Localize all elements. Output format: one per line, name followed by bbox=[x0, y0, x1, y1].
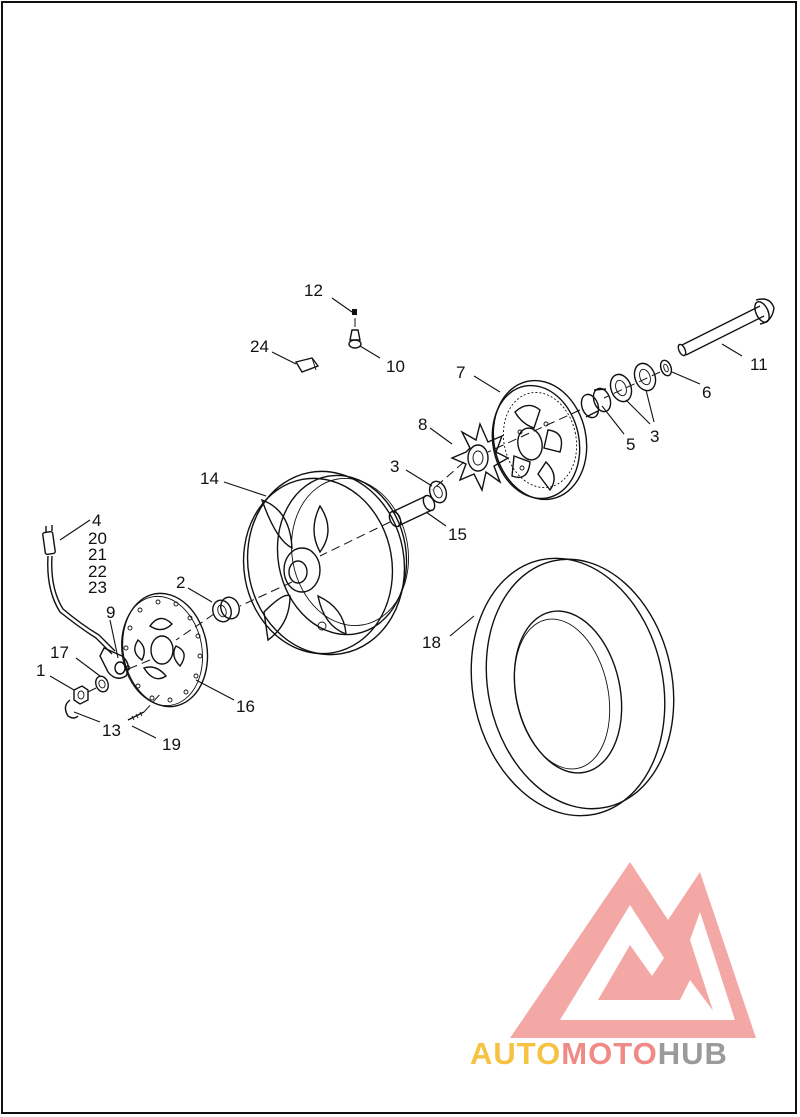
callout-20: 20 bbox=[88, 529, 107, 548]
sleeve-spacer bbox=[580, 387, 612, 419]
brake-rotor bbox=[121, 592, 209, 708]
cast-wheel bbox=[242, 470, 409, 656]
watermark-moto: MOTO bbox=[561, 1036, 657, 1071]
axle-washer bbox=[95, 675, 109, 693]
left-wheel-bearing bbox=[212, 596, 240, 623]
assembly-axis-lines bbox=[87, 318, 661, 713]
callout-13: 13 bbox=[102, 721, 121, 740]
callout-19: 19 bbox=[162, 735, 181, 754]
callout-2: 2 bbox=[176, 573, 185, 592]
callout-9: 9 bbox=[106, 603, 115, 622]
callout-18: 18 bbox=[422, 633, 441, 652]
callout-21: 21 bbox=[88, 545, 107, 564]
watermark-hub: HUB bbox=[658, 1036, 728, 1071]
valve-stem bbox=[348, 329, 362, 349]
callout-15: 15 bbox=[448, 525, 467, 544]
bearing-pair bbox=[609, 362, 657, 403]
callout-labels: 12 10 24 11 6 7 5 3 8 3 15 14 4 20 21 22… bbox=[36, 281, 768, 754]
callout-3-right: 3 bbox=[650, 427, 659, 446]
svg-text:AUTOMOTOHUB: AUTOMOTOHUB bbox=[470, 1036, 728, 1071]
callout-12: 12 bbox=[304, 281, 323, 300]
callout-17: 17 bbox=[50, 643, 69, 662]
small-spacer bbox=[659, 359, 673, 377]
watermark-auto: AUTO bbox=[470, 1036, 561, 1071]
hub-cushion bbox=[450, 421, 510, 493]
callout-7: 7 bbox=[456, 363, 465, 382]
watermark-text: AUTOMOTOHUB bbox=[470, 1036, 728, 1071]
rotor-screw bbox=[127, 711, 145, 721]
callout-24: 24 bbox=[250, 337, 269, 356]
callout-22: 22 bbox=[88, 562, 107, 581]
valve-cap bbox=[352, 309, 357, 315]
triangle-m-logo-icon bbox=[510, 862, 756, 1038]
callout-leaders bbox=[49, 297, 743, 739]
callout-10: 10 bbox=[386, 357, 405, 376]
rear-sprocket bbox=[491, 379, 588, 501]
callout-3-left: 3 bbox=[390, 457, 399, 476]
axle-nut bbox=[73, 685, 89, 705]
sensor-bracket bbox=[99, 647, 129, 679]
axle bbox=[677, 298, 775, 357]
wheel-speed-sensor bbox=[42, 525, 116, 655]
callout-23: 23 bbox=[88, 578, 107, 597]
balance-weight bbox=[294, 357, 320, 373]
callout-14: 14 bbox=[200, 469, 219, 488]
callout-4: 4 bbox=[92, 511, 101, 530]
callout-1: 1 bbox=[36, 661, 45, 680]
wheel-bearing bbox=[428, 480, 448, 504]
callout-16: 16 bbox=[236, 697, 255, 716]
callout-11: 11 bbox=[750, 355, 768, 374]
retaining-clip bbox=[64, 699, 79, 719]
rear-tire bbox=[470, 557, 675, 817]
callout-6: 6 bbox=[702, 383, 711, 402]
callout-8: 8 bbox=[418, 415, 427, 434]
callout-5: 5 bbox=[626, 435, 635, 454]
